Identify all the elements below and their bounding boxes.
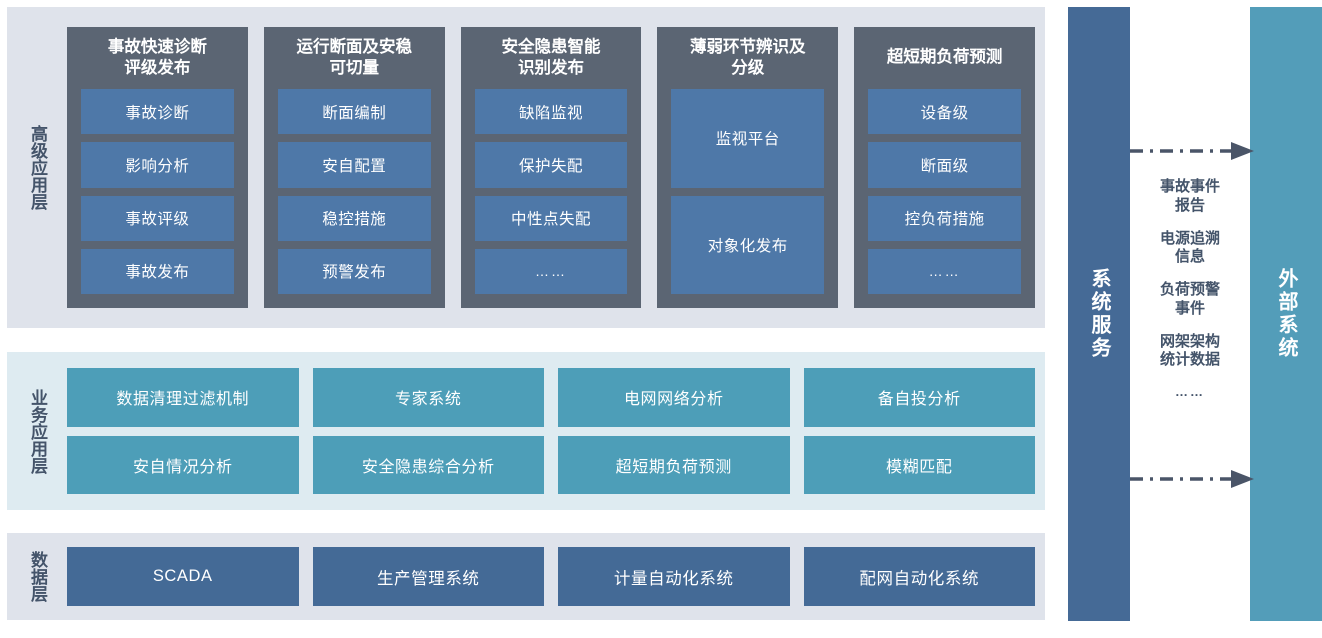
business-item[interactable]: 备自投分析 — [803, 368, 1035, 427]
advanced-item[interactable]: 稳控措施 — [277, 195, 431, 241]
dataflow-label: 网架架构 统计数据 — [1159, 332, 1220, 369]
dataflow-label-group: 事故事件 报告 电源追溯 信息 负荷预警 事件 网架架构 统计数据 …… — [1130, 178, 1250, 400]
advanced-item[interactable]: 影响分析 — [81, 142, 234, 188]
data-layer: 数据层 SCADA 生产管理系统 计量自动化系统 配网自动化系统 — [7, 533, 1045, 620]
dataflow-label-ellipsis: …… — [1175, 384, 1205, 399]
advanced-column-group: 事故快速诊断 评级发布 事故诊断 影响分析 事故评级 事故发布 运行断面及安稳 … — [67, 7, 1045, 328]
column-items: 断面编制 安自配置 稳控措施 预警发布 — [277, 89, 431, 295]
dataflow-label: 事故事件 报告 — [1159, 178, 1220, 214]
column-title: 安全隐患智能 识别发布 — [501, 38, 601, 78]
advanced-item[interactable]: 安自配置 — [277, 142, 431, 188]
advanced-layer-title: 高级应用层 — [28, 125, 48, 210]
advanced-column-weak-link-grading[interactable]: 薄弱环节辨识及 分级 监视平台 对象化发布 — [657, 27, 839, 308]
data-source-item[interactable]: 配网自动化系统 — [803, 547, 1035, 606]
column-title: 超短期负荷预测 — [886, 48, 1003, 67]
data-source-item[interactable]: 生产管理系统 — [312, 547, 544, 606]
column-title: 运行断面及安稳 可切量 — [296, 38, 412, 78]
advanced-item[interactable]: 事故评级 — [81, 195, 234, 241]
column-title: 薄弱环节辨识及 分级 — [690, 38, 806, 78]
advanced-item[interactable]: 事故诊断 — [81, 89, 234, 135]
advanced-item[interactable]: 预警发布 — [277, 248, 431, 295]
column-items: 缺陷监视 保护失配 中性点失配 …… — [474, 89, 628, 295]
data-layer-title: 数据层 — [28, 551, 48, 602]
advanced-item[interactable]: 断面编制 — [277, 89, 431, 135]
integration-zone: 系统服务 外部系统 事故事件 报告 电源追溯 信息 负荷预警 事件 网架架构 统… — [1068, 0, 1322, 638]
business-item[interactable]: 数据清理过滤机制 — [67, 368, 299, 427]
advanced-item[interactable]: 事故发布 — [81, 248, 234, 295]
column-items: 事故诊断 影响分析 事故评级 事故发布 — [81, 89, 234, 295]
column-title: 事故快速诊断 评级发布 — [107, 38, 207, 78]
advanced-item[interactable]: 断面级 — [868, 142, 1021, 188]
advanced-item-ellipsis[interactable]: …… — [474, 248, 628, 295]
advanced-column-load-forecast[interactable]: 超短期负荷预测 设备级 断面级 控负荷措施 …… — [854, 27, 1035, 308]
business-item[interactable]: 专家系统 — [312, 368, 544, 427]
data-source-item[interactable]: SCADA — [67, 547, 299, 606]
system-service-bar[interactable]: 系统服务 — [1068, 7, 1130, 621]
advanced-column-accident-diagnosis[interactable]: 事故快速诊断 评级发布 事故诊断 影响分析 事故评级 事故发布 — [67, 27, 248, 308]
business-item[interactable]: 安自情况分析 — [67, 435, 299, 494]
advanced-application-layer: 高级应用层 事故快速诊断 评级发布 事故诊断 影响分析 事故评级 事故发布 运行… — [7, 7, 1045, 328]
advanced-item[interactable]: 对象化发布 — [671, 195, 825, 294]
advanced-item[interactable]: 监视平台 — [671, 89, 825, 188]
external-system-bar[interactable]: 外部系统 — [1250, 7, 1322, 621]
business-item-grid: 数据清理过滤机制 专家系统 电网网络分析 备自投分析 安自情况分析 安全隐患综合… — [67, 352, 1045, 510]
business-layer-title: 业务应用层 — [28, 388, 48, 474]
data-item-grid: SCADA 生产管理系统 计量自动化系统 配网自动化系统 — [67, 533, 1045, 620]
advanced-item[interactable]: 中性点失配 — [474, 195, 628, 241]
advanced-item[interactable]: 控负荷措施 — [868, 195, 1021, 241]
business-item[interactable]: 超短期负荷预测 — [558, 435, 790, 494]
dataflow-label: 负荷预警 事件 — [1159, 281, 1220, 317]
advanced-column-section-stability[interactable]: 运行断面及安稳 可切量 断面编制 安自配置 稳控措施 预警发布 — [263, 27, 445, 308]
advanced-column-hazard-identification[interactable]: 安全隐患智能 识别发布 缺陷监视 保护失配 中性点失配 …… — [460, 27, 642, 308]
business-item[interactable]: 模糊匹配 — [803, 435, 1035, 494]
dataflow-label: 电源追溯 信息 — [1159, 229, 1220, 266]
business-item[interactable]: 电网网络分析 — [558, 368, 790, 427]
column-items: 监视平台 对象化发布 — [671, 89, 825, 294]
business-item[interactable]: 安全隐患综合分析 — [312, 435, 544, 494]
column-items: 设备级 断面级 控负荷措施 …… — [868, 89, 1021, 294]
dataflow-arrow-top-icon — [1130, 140, 1256, 162]
layer-stack: 高级应用层 事故快速诊断 评级发布 事故诊断 影响分析 事故评级 事故发布 运行… — [7, 0, 1045, 638]
business-application-layer: 业务应用层 数据清理过滤机制 专家系统 电网网络分析 备自投分析 安自情况分析 … — [7, 352, 1045, 510]
dataflow-arrow-bottom-icon — [1130, 468, 1256, 490]
advanced-item[interactable]: 保护失配 — [474, 142, 628, 188]
advanced-item[interactable]: 设备级 — [868, 89, 1021, 135]
advanced-item-ellipsis[interactable]: …… — [868, 248, 1021, 294]
data-source-item[interactable]: 计量自动化系统 — [558, 547, 790, 606]
advanced-item[interactable]: 缺陷监视 — [474, 89, 628, 135]
